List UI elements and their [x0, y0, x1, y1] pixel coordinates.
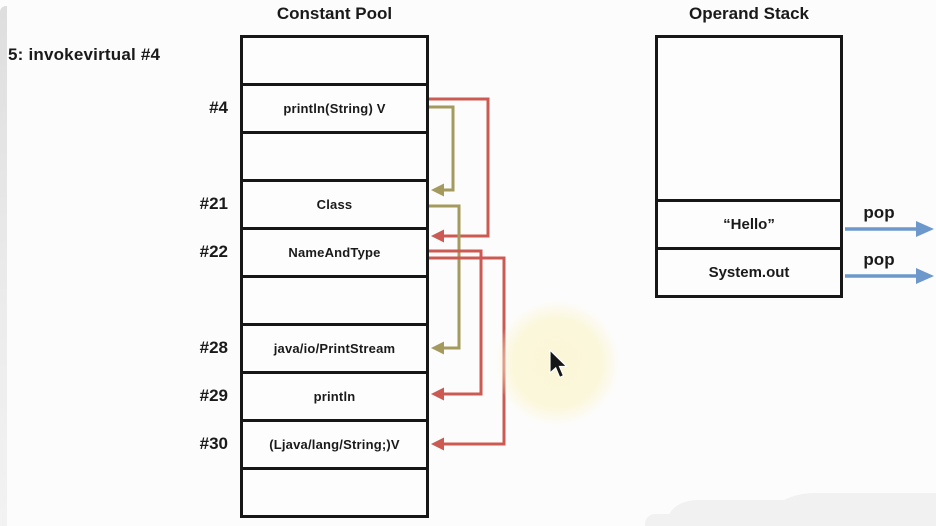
- stack-slot-hello: “Hello”: [658, 199, 840, 247]
- arrow-4-to-21: [429, 105, 455, 192]
- stack-slot-value: System.out: [708, 264, 790, 281]
- pool-row-value: (Ljava/lang/String;)V: [269, 437, 400, 452]
- pool-row-empty: [243, 38, 426, 86]
- constant-pool-title: Constant Pool: [276, 4, 393, 23]
- pop-arrowhead-systemout: [916, 268, 934, 284]
- pool-index-29: #29: [199, 386, 228, 405]
- pool-index-22: #22: [199, 242, 228, 261]
- pool-row-value: Class: [316, 197, 353, 212]
- pool-row-21: Class: [243, 182, 426, 230]
- arrowhead-21-to-28: [431, 341, 444, 355]
- pool-row-value: java/io/PrintStream: [273, 341, 396, 356]
- pool-row-empty: [243, 278, 426, 326]
- arrowhead-4-to-22: [431, 229, 444, 243]
- stack-slot-systemout: System.out: [658, 247, 840, 295]
- pool-index-28: #28: [199, 338, 228, 357]
- constant-pool-box: println(String) V Class NameAndType java…: [240, 35, 429, 518]
- arrowhead-22-to-30: [431, 437, 444, 451]
- pool-row-29: println: [243, 374, 426, 422]
- pop-arrowhead-hello: [916, 221, 934, 237]
- arrow-22-to-29: [429, 249, 483, 396]
- arrowhead-22-to-29: [431, 387, 444, 401]
- left-edge-shade: [0, 6, 7, 526]
- pool-index-21: #21: [199, 194, 228, 213]
- pool-row-value: println(String) V: [283, 101, 386, 116]
- arrow-21-to-28: [429, 204, 461, 350]
- pool-row-22: NameAndType: [243, 230, 426, 278]
- pop-label-systemout: pop: [863, 250, 895, 269]
- webcam-silhouette: [770, 493, 936, 526]
- pool-row-value: println: [313, 389, 356, 404]
- pop-label-hello: pop: [863, 203, 895, 222]
- pool-index-4: #4: [209, 98, 228, 117]
- operand-stack-box: “Hello” System.out: [655, 35, 843, 298]
- bytecode-instruction: 5: invokevirtual #4: [8, 45, 161, 64]
- pool-row-empty: [243, 134, 426, 182]
- pool-row-28: java/io/PrintStream: [243, 326, 426, 374]
- pool-row-4: println(String) V: [243, 86, 426, 134]
- pool-row-value: NameAndType: [288, 245, 381, 260]
- mouse-cursor-icon: [549, 349, 568, 379]
- arrowhead-4-to-21: [431, 183, 444, 197]
- pool-index-30: #30: [199, 434, 228, 453]
- pool-row-30: (Ljava/lang/String;)V: [243, 422, 426, 470]
- operand-stack-title: Operand Stack: [689, 4, 809, 23]
- arrow-4-to-22: [429, 97, 490, 238]
- stack-slot-value: “Hello”: [723, 216, 775, 233]
